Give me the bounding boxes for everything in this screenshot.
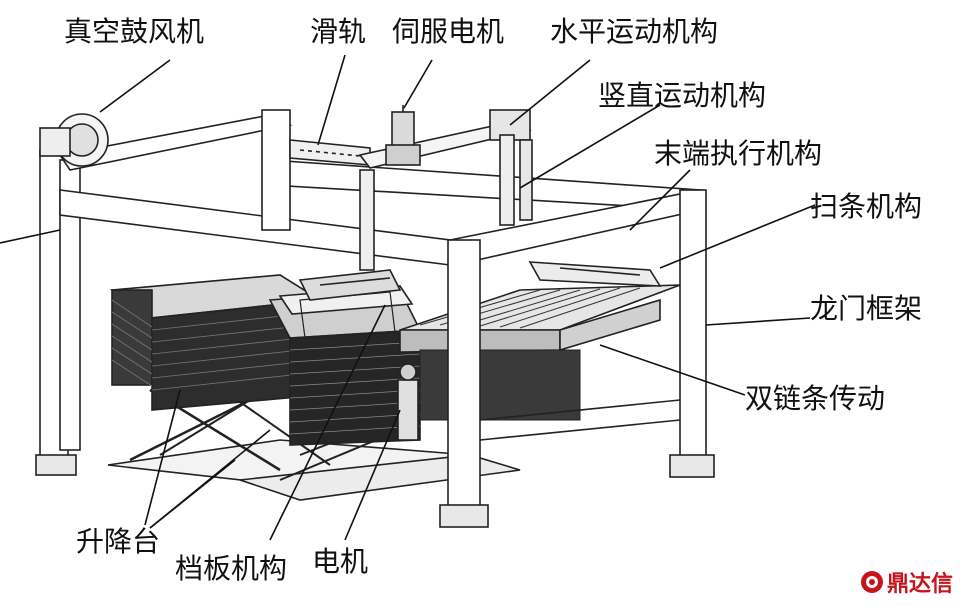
- panel-stack-front: [268, 285, 422, 446]
- panel-stack-left: [109, 274, 323, 411]
- label-end-effector: 末端执行机构: [654, 137, 823, 170]
- label-sweeping-mechanism: 扫条机构: [810, 190, 923, 223]
- label-motor: 电机: [312, 545, 369, 578]
- sweeping-mechanism: [528, 261, 662, 287]
- label-baffle-mechanism: 档板机构: [175, 552, 288, 585]
- watermark-logo: 鼎达信: [860, 566, 953, 598]
- label-slide-rail: 滑轨: [310, 15, 367, 48]
- label-gantry-frame: 龙门框架: [810, 292, 923, 325]
- end-effector: [298, 269, 402, 301]
- vacuum-blower: [39, 113, 109, 167]
- label-vacuum-blower: 真空鼓风机: [64, 15, 205, 48]
- slide-rail: [289, 139, 371, 166]
- label-horizontal-mechanism: 水平运动机构: [550, 15, 719, 48]
- gantry-frame: [35, 109, 715, 528]
- label-servo-motor: 伺服电机: [392, 15, 505, 48]
- servo-motor: [385, 105, 421, 166]
- label-double-chain-drive: 双链条传动: [745, 382, 886, 415]
- watermark-text: 鼎达信: [886, 572, 953, 597]
- logo-mark-icon: [860, 571, 883, 593]
- chain-conveyor: [397, 284, 681, 441]
- vertical-mechanism: [359, 134, 533, 271]
- label-vertical-mechanism: 竖直运动机构: [598, 79, 767, 112]
- leader-lines: [0, 54, 816, 541]
- label-lifting-platform: 升降台: [76, 525, 161, 558]
